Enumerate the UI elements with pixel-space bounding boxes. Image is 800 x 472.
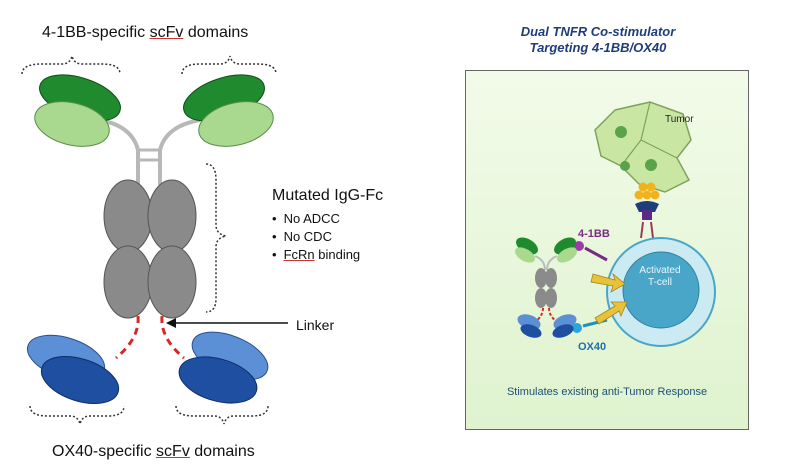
hinge-right [158, 118, 201, 185]
t-cell [606, 237, 716, 347]
tumor-cells [594, 101, 692, 193]
mechanism-illustration [515, 101, 716, 347]
label-4-1bb: 4-1BB [578, 228, 610, 240]
linker-right [160, 315, 185, 360]
linker-label: Linker [296, 317, 335, 333]
fc-item-fcrn: FcRn binding [272, 246, 361, 264]
fc-property-list: No ADCC No CDC FcRn binding [272, 210, 361, 264]
antibody-diagram [21, 55, 288, 425]
linker-arrowhead [166, 318, 176, 328]
top-scfv-label: 4-1BB-specific scFv domains [42, 24, 249, 41]
mini-antibody [515, 237, 577, 338]
bottom-right-brace [175, 405, 269, 425]
tumor-receptor [635, 201, 659, 212]
top-left-brace [21, 55, 121, 75]
receptor-4-1bb [574, 241, 608, 262]
t-cell-label: Activated T-cell [639, 265, 681, 288]
fc-item-cdc: No CDC [272, 228, 360, 246]
tumor-label: Tumor [665, 114, 694, 125]
scfv-4-1bb-right [183, 74, 274, 147]
stimulation-arrows [590, 272, 628, 325]
fc-domains [103, 179, 197, 319]
linker-left [115, 315, 140, 360]
scfv-4-1bb-left [34, 74, 121, 147]
bottom-scfv-label: OX40-specific scFv domains [52, 443, 255, 460]
bottom-left-brace [29, 405, 125, 425]
fc-brace [205, 163, 227, 313]
scfv-ox40-right [178, 331, 269, 404]
panel-caption: Stimulates existing anti-Tumor Response [506, 386, 708, 398]
label-ox40: OX40 [578, 341, 607, 353]
top-right-brace [181, 55, 277, 75]
fc-title: Mutated IgG-Fc [272, 187, 384, 204]
panel-title: Dual TNFR Co-stimulator Targeting 4-1BB/… [520, 24, 676, 55]
ligand-cluster [634, 182, 660, 200]
scfv-ox40-left [26, 334, 120, 404]
fc-item-adcc: No ADCC [272, 210, 360, 228]
